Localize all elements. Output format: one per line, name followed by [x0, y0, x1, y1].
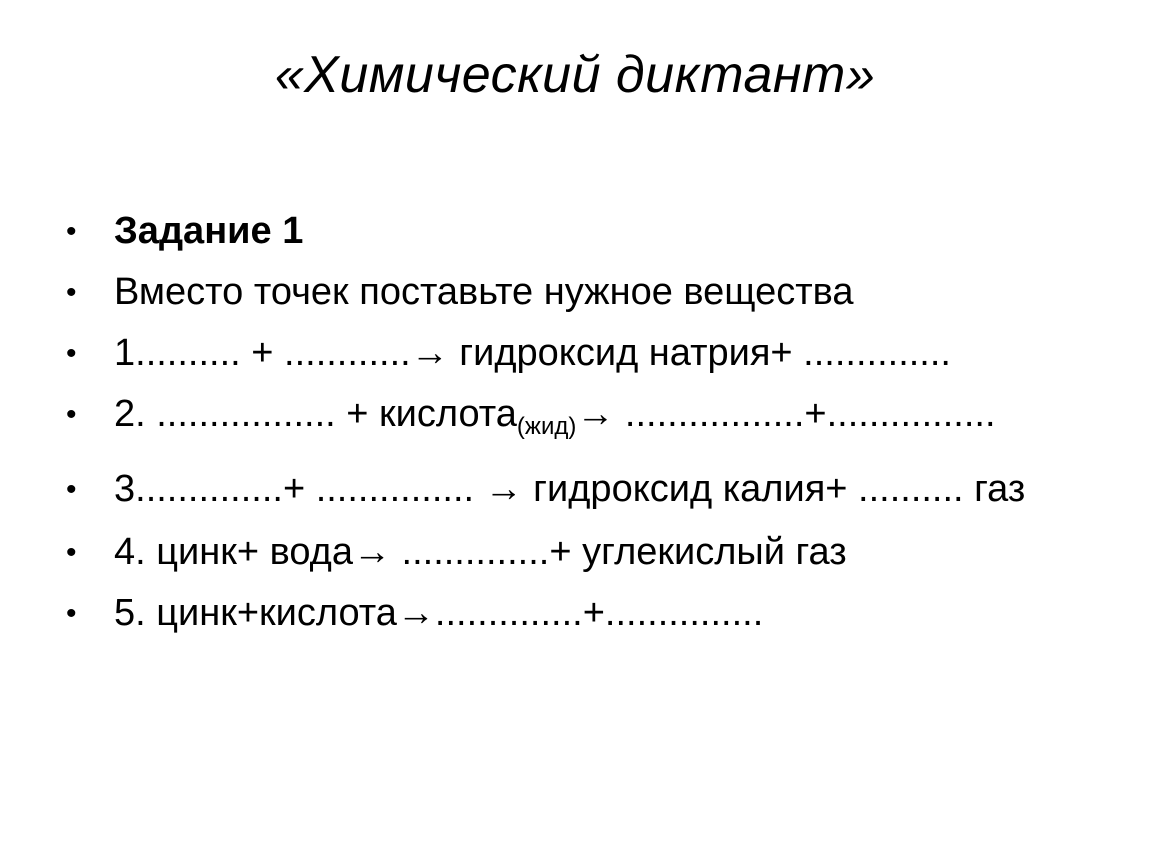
list-item-task-heading: • Задание 1	[66, 205, 1106, 258]
bullet-icon: •	[66, 215, 77, 248]
bullet-icon: •	[66, 398, 77, 431]
bullet-icon: •	[66, 276, 77, 309]
list-item-equation-1: • 1.......... + ............→ гидроксид …	[66, 327, 1106, 380]
equation-2-text-before: 2. ................. + кислота	[114, 393, 517, 435]
list-item-equation-4: • 4. цинк+ вода→ ..............+ углекис…	[66, 526, 1106, 579]
bullet-icon: •	[66, 473, 77, 506]
list-item-equation-2: • 2. ................. + кислота(жид)→ .…	[66, 388, 1106, 453]
instruction-text: Вместо точек поставьте нужное вещества	[114, 271, 854, 313]
bullet-icon: •	[66, 597, 77, 630]
bullet-icon: •	[66, 536, 77, 569]
equation-2-subscript: (жид)	[516, 413, 577, 440]
equation-1-text: 1.......... + ............→ гидроксид на…	[114, 332, 951, 374]
equation-3-text: 3..............+ ............... → гидро…	[114, 468, 1026, 510]
bullet-list: • Задание 1 • Вместо точек поставьте нуж…	[66, 205, 1106, 648]
bullet-icon: •	[66, 337, 77, 370]
equation-2-text-after: → .................+................	[576, 393, 996, 435]
list-item-equation-5: • 5. цинк+кислота→..............+.......…	[66, 587, 1106, 640]
equation-4-text: 4. цинк+ вода→ ..............+ углекислы…	[114, 531, 847, 573]
slide-title: «Химический диктант»	[274, 46, 876, 104]
equation-5-text: 5. цинк+кислота→..............+.........…	[114, 592, 764, 634]
list-item-instruction: • Вместо точек поставьте нужное вещества	[66, 266, 1106, 319]
list-item-equation-3: • 3..............+ ............... → гид…	[66, 463, 1106, 516]
task-heading: Задание 1	[114, 210, 304, 252]
